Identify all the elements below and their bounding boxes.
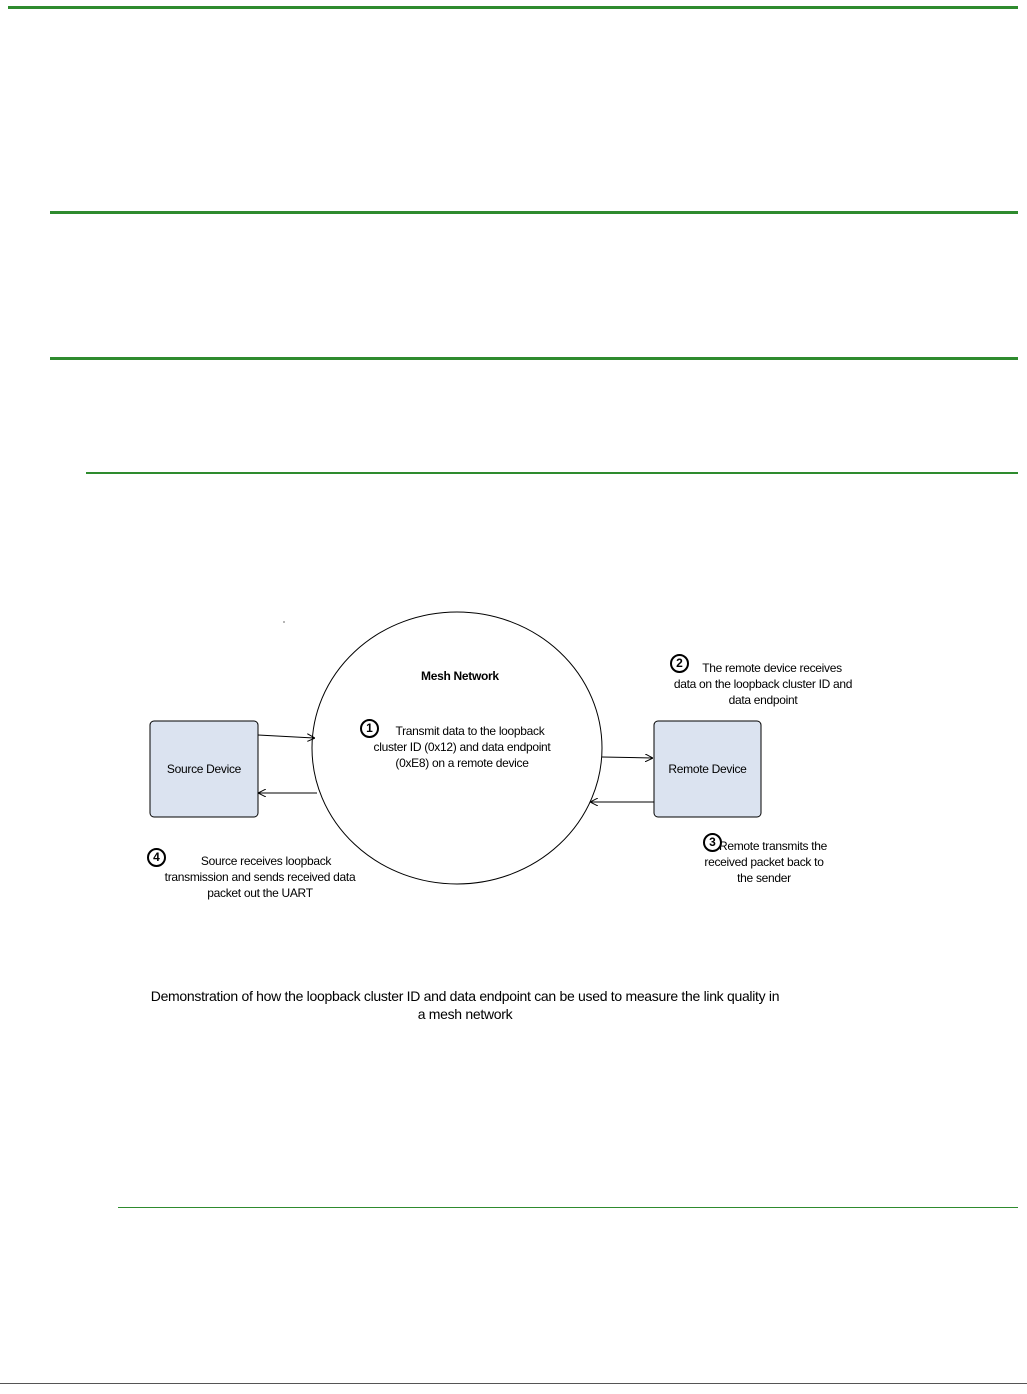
section-divider [86,472,1018,474]
step-3-text: Remote transmits the received packet bac… [704,839,828,885]
section-divider [50,211,1018,214]
remote-device-label: Remote Device [668,762,747,776]
remote-device-box [653,720,762,818]
stray-dot [283,621,285,623]
mesh-network-ellipse [311,611,603,885]
step-number-badge: 2 [670,654,689,673]
step-number-badge: 1 [360,719,379,738]
source-device-box [149,720,259,818]
section-divider [50,357,1018,360]
step-1-text: Transmit data to the loopback cluster ID… [373,724,551,770]
step-number-badge: 3 [703,833,722,852]
section-divider [118,1207,1018,1208]
arrow-source-to-mesh [257,735,314,738]
source-device-label: Source Device [166,762,242,776]
arrow-mesh-to-remote [601,757,652,758]
top-divider [8,6,1018,9]
step-number-badge: 4 [147,848,166,867]
step-2-text: The remote device receives data on the l… [673,661,853,707]
footer-divider [0,1383,1027,1384]
figure-caption: Demonstration of how the loopback cluste… [150,988,780,1022]
mesh-network-label: Mesh Network [421,669,499,683]
step-4-text: Source receives loopback transmission an… [164,854,356,900]
